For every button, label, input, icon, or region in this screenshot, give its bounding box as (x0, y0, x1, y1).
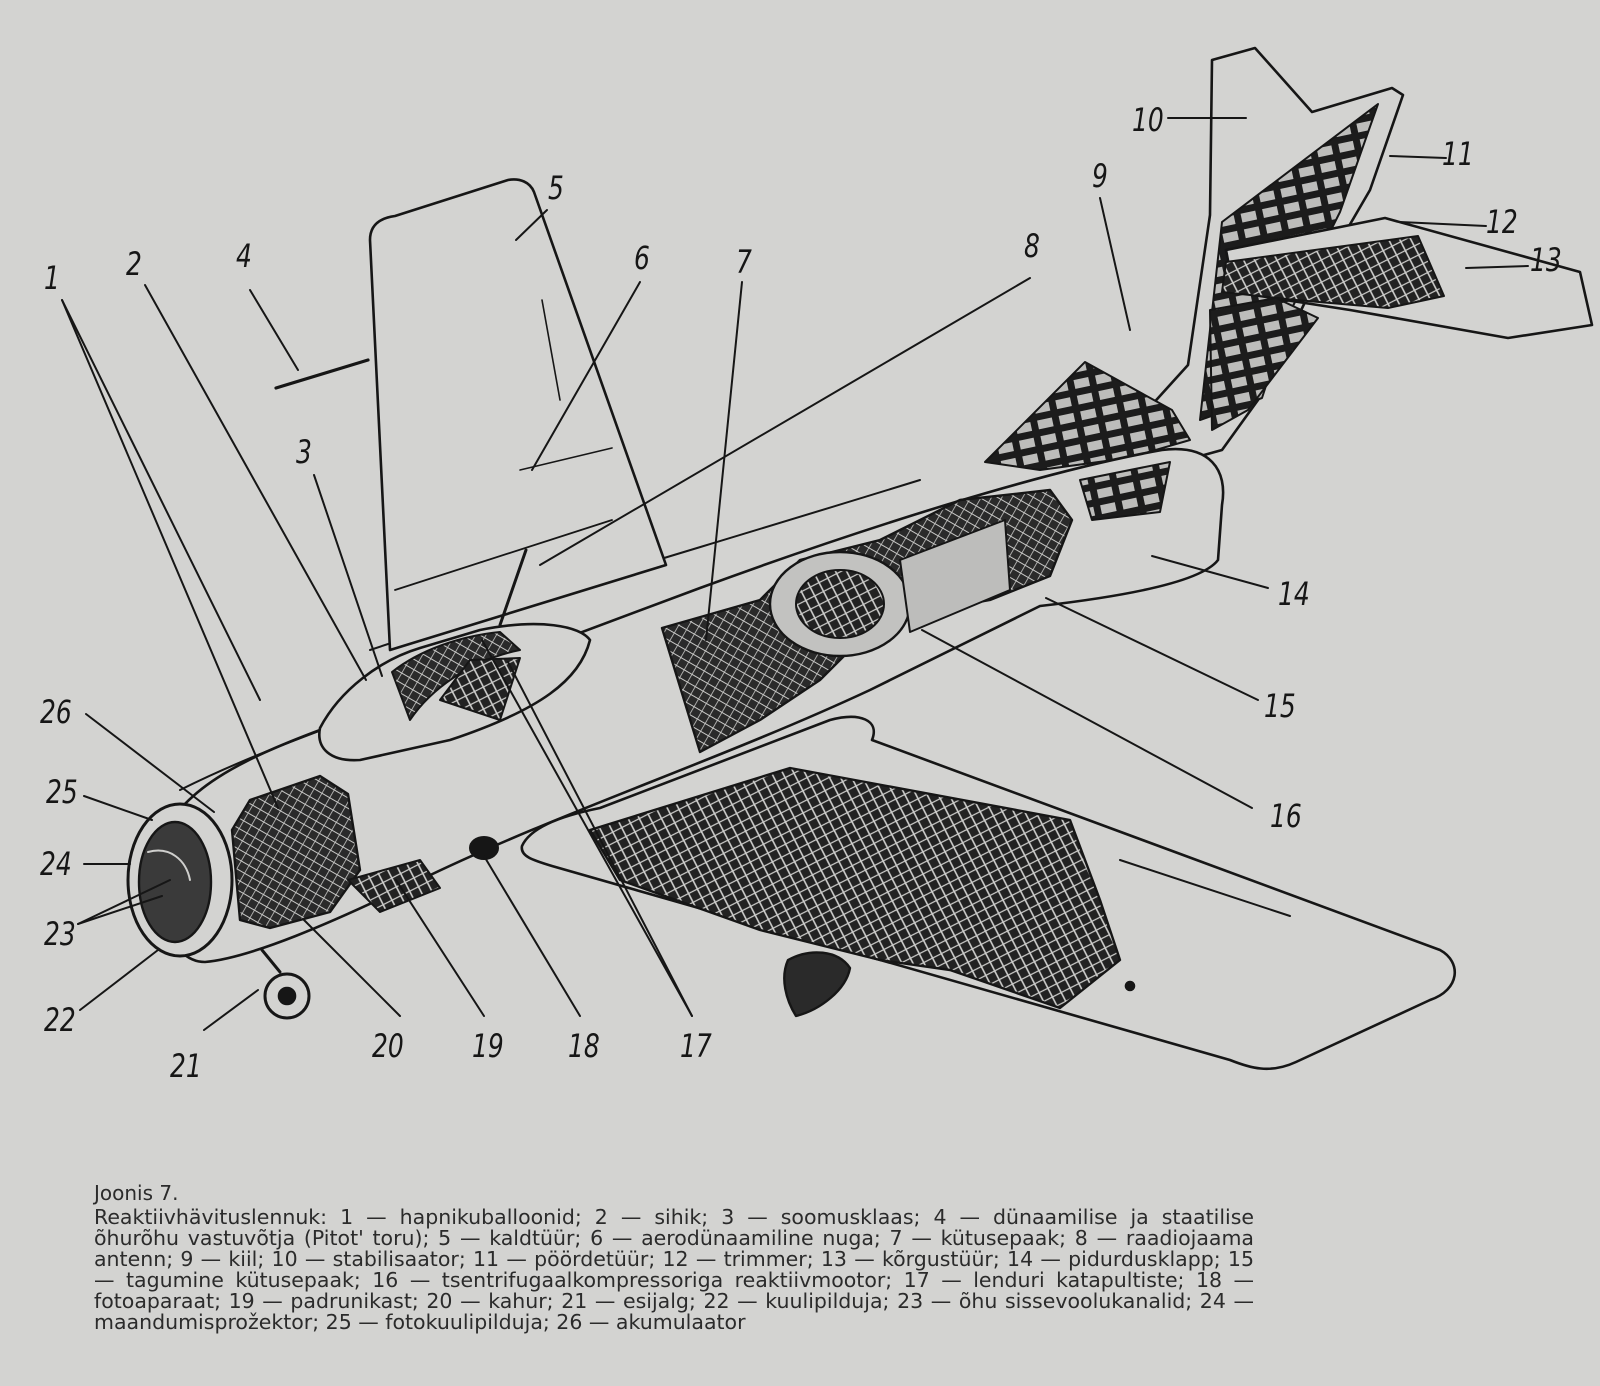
callout-19: 19 (472, 1027, 504, 1065)
far-wing (368, 178, 668, 652)
callout-15: 15 (1264, 687, 1296, 725)
callout-26: 26 (40, 693, 72, 731)
callout-13: 13 (1530, 241, 1562, 279)
fin-root-cutaway (984, 361, 1191, 471)
callout-6: 6 (634, 239, 650, 277)
callout-10: 10 (1132, 101, 1164, 139)
callout-21: 21 (170, 1047, 202, 1085)
callout-2: 2 (126, 245, 142, 283)
caption-title: Joonis 7. (94, 1181, 179, 1205)
wing-structure-cutaway (588, 766, 1122, 1010)
callout-14: 14 (1278, 575, 1310, 613)
nose-cutaway (230, 774, 362, 930)
callout-7: 7 (736, 243, 752, 281)
callout-9: 9 (1092, 157, 1108, 195)
callout-4: 4 (236, 237, 252, 275)
callout-16: 16 (1270, 797, 1302, 835)
callout-17: 17 (680, 1027, 712, 1065)
callout-11: 11 (1442, 135, 1474, 173)
caption-body: Reaktiivhävituslennuk: 1 — hapnikuballoo… (94, 1205, 1254, 1334)
stabilizer-lower-cutaway (1209, 297, 1319, 431)
callout-22: 22 (44, 1001, 76, 1039)
callout-25: 25 (46, 773, 78, 811)
callout-23: 23 (44, 915, 76, 953)
callout-18: 18 (568, 1027, 600, 1065)
stabilizer-cutaway (1221, 235, 1445, 309)
callout-8: 8 (1024, 227, 1040, 265)
callout-5: 5 (548, 169, 564, 207)
callout-3: 3 (296, 433, 312, 471)
callout-20: 20 (372, 1027, 404, 1065)
figure-caption: Joonis 7. Reaktiivhävituslennuk: 1 — hap… (94, 1183, 1254, 1333)
callout-1: 1 (44, 259, 60, 297)
camera-port (469, 836, 499, 860)
callout-24: 24 (40, 845, 72, 883)
callout-12: 12 (1486, 203, 1518, 241)
